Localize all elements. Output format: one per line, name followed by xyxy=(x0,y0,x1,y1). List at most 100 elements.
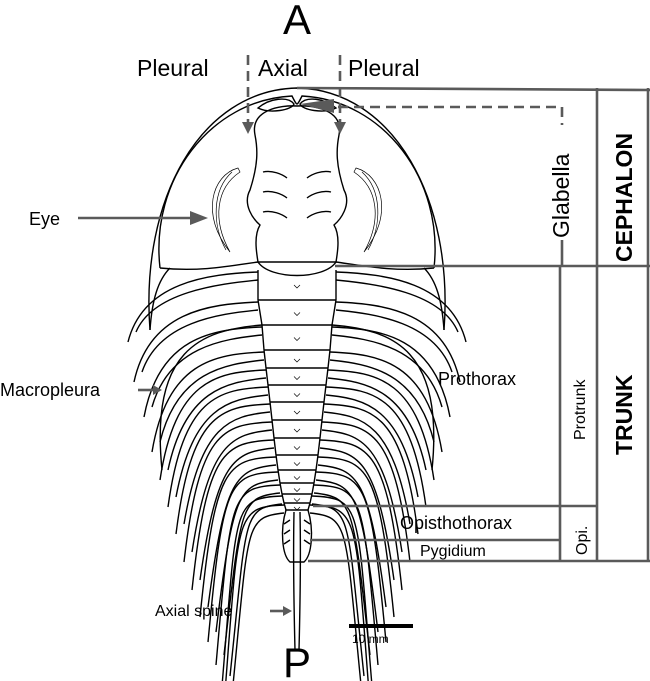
pleura-right-inner xyxy=(331,334,443,408)
pleura-right xyxy=(319,439,403,591)
axial-node xyxy=(293,393,301,397)
pleura-left xyxy=(167,386,269,508)
pleura-right xyxy=(309,504,369,681)
glabellar-furrow-right xyxy=(306,170,332,179)
pleural-right-label: Pleural xyxy=(348,55,420,81)
genal-spine-right xyxy=(423,267,445,331)
axial-node xyxy=(293,410,301,415)
arrow-down-left-icon xyxy=(242,122,254,134)
pleura-right-inner xyxy=(335,309,453,373)
trunk-label: TRUNK xyxy=(611,374,637,455)
axial-ring xyxy=(283,502,311,511)
macropleura-label: Macropleura xyxy=(0,380,101,400)
anterior-label: A xyxy=(283,0,311,43)
macropleura-arrow-icon xyxy=(153,385,162,395)
pleura-right-inner xyxy=(319,447,395,581)
pleura-left xyxy=(207,471,279,643)
pleura-right xyxy=(325,386,427,508)
cephalon-outer-border xyxy=(148,87,446,331)
pleura-right-inner xyxy=(335,279,459,333)
pleura-right-inner xyxy=(309,512,362,681)
pleura-right-inner xyxy=(321,429,403,553)
axial-label: Axial xyxy=(258,55,308,81)
pygidium-ribs xyxy=(283,519,311,545)
pleura-right xyxy=(329,351,443,453)
opisthothorax-label: Opisthothorax xyxy=(400,513,512,533)
eye-left xyxy=(212,167,241,253)
protrunk-label: Protrunk xyxy=(572,379,589,440)
glabellar-furrow-left xyxy=(262,190,288,199)
annotation-lines xyxy=(78,55,650,628)
pleura-left-inner xyxy=(199,447,275,581)
axial-node xyxy=(293,488,301,492)
pleura-right-inner xyxy=(325,394,419,498)
occipital-ring xyxy=(257,261,337,277)
glabellar-furrow-left xyxy=(262,170,288,179)
pleura-left-inner xyxy=(135,279,259,333)
axial-node xyxy=(293,312,301,316)
pleura-left xyxy=(215,484,281,666)
pleura-left-inner xyxy=(191,429,273,553)
axial-ring xyxy=(277,469,317,484)
pleura-left-inner xyxy=(167,377,267,471)
prothorax-label: Prothorax xyxy=(438,369,516,389)
axial-ring xyxy=(273,437,321,456)
glabella xyxy=(246,105,348,263)
axial-ring xyxy=(267,384,327,403)
macropleura-right xyxy=(331,324,435,471)
eye-right xyxy=(353,167,382,253)
axial-spine xyxy=(292,511,302,651)
pleura-left xyxy=(199,456,277,618)
axial-node xyxy=(293,428,301,433)
pleura-right-inner xyxy=(317,464,387,608)
axial-node xyxy=(293,476,301,480)
axial-node xyxy=(293,284,301,289)
pleura-right-inner xyxy=(313,492,371,656)
axial-ring xyxy=(261,324,333,351)
axial-ring xyxy=(265,367,329,386)
arrow-down-right-icon xyxy=(334,122,346,134)
scale-bar-label: 10 mm xyxy=(352,632,389,646)
pygidium-label: Pygidium xyxy=(420,543,486,560)
pleura-left-inner xyxy=(207,464,277,608)
axial-node xyxy=(293,358,301,363)
fixigena-right xyxy=(335,261,435,270)
glabellar-furrow-left xyxy=(262,210,288,219)
scale-bar xyxy=(349,624,413,628)
pleura-left xyxy=(225,504,285,681)
axial-node xyxy=(293,498,301,502)
glabellar-furrow-right xyxy=(306,210,332,219)
pygidium xyxy=(281,509,313,563)
pleura-right xyxy=(335,301,461,383)
pleura-left xyxy=(159,369,267,481)
pleura-right xyxy=(331,326,451,418)
opi-label: Opi. xyxy=(574,526,591,555)
pleura-right-inner xyxy=(329,359,435,443)
pleura-right xyxy=(327,369,435,481)
pleura-left-inner xyxy=(232,512,285,681)
axial-ring xyxy=(271,419,323,439)
axial-node xyxy=(293,506,301,511)
genal-spine-left xyxy=(149,267,171,331)
pleura-left xyxy=(221,495,283,681)
axial-node xyxy=(293,462,301,466)
axial-ring xyxy=(279,482,315,495)
pleura-left-inner xyxy=(175,394,269,498)
pleural-left-label: Pleural xyxy=(137,55,209,81)
pleura-left xyxy=(133,301,259,383)
glabella-arrow-icon xyxy=(300,99,334,113)
pleura-left xyxy=(183,421,273,563)
pleura-left-inner xyxy=(223,492,281,656)
eye-label: Eye xyxy=(29,209,60,229)
pleura-right xyxy=(323,403,419,535)
axial-spine-label: Axial spine xyxy=(155,603,232,620)
glabella-pointer xyxy=(338,105,564,125)
axial-ring xyxy=(263,349,331,369)
cephalon-inner-border xyxy=(158,95,436,269)
axial-ring xyxy=(275,454,319,471)
pleura-right xyxy=(317,456,395,618)
glabellar-furrow-right xyxy=(306,190,332,199)
pleura-right xyxy=(315,471,387,643)
eye-right-inner xyxy=(361,171,379,251)
